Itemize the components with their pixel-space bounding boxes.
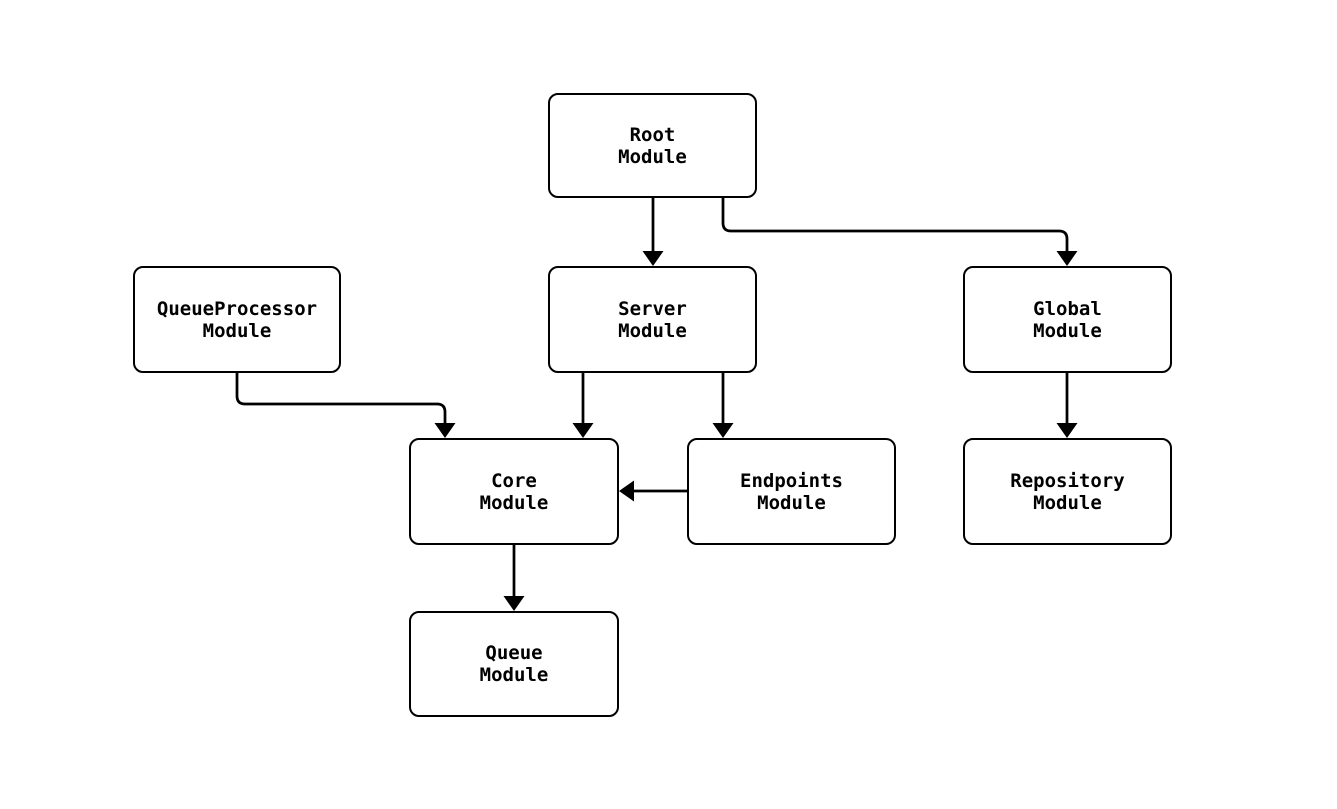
node-repository-module: Repository Module xyxy=(963,438,1172,545)
node-label: Module xyxy=(1033,319,1102,342)
node-label: Core xyxy=(491,469,537,492)
node-label: Module xyxy=(618,319,687,342)
edge-root-to-global xyxy=(721,196,1078,266)
node-queueprocessor-module: QueueProcessor Module xyxy=(133,266,341,373)
node-global-module: Global Module xyxy=(963,266,1172,373)
node-label: Module xyxy=(1033,491,1102,514)
edge-endpoints-to-core xyxy=(619,480,689,502)
node-root-module: Root Module xyxy=(548,93,757,198)
node-endpoints-module: Endpoints Module xyxy=(687,438,896,545)
edge-server-to-core xyxy=(572,372,594,438)
node-label: Queue xyxy=(485,642,543,664)
edge-global-to-repository xyxy=(1056,372,1078,438)
node-label: QueueProcessor xyxy=(156,297,318,320)
node-label: Server xyxy=(618,297,687,320)
node-label: Root xyxy=(629,123,676,146)
edge-queueprocessor-to-core xyxy=(235,371,456,438)
node-core-module: Core Module xyxy=(409,438,619,545)
edge-server-to-endpoints xyxy=(712,372,734,438)
edge-core-to-queue xyxy=(503,544,525,611)
node-label: Global xyxy=(1033,297,1102,320)
node-queue-module: Queue Module xyxy=(409,611,619,717)
node-label: Module xyxy=(479,491,549,514)
node-label: Module xyxy=(479,664,549,686)
node-label: Module xyxy=(618,145,687,168)
node-label: Repository xyxy=(1010,469,1125,492)
node-server-module: Server Module xyxy=(548,266,757,373)
node-label: Module xyxy=(202,319,272,342)
node-label: Endpoints xyxy=(740,469,843,492)
edge-root-to-server xyxy=(642,196,664,266)
node-label: Module xyxy=(757,491,826,514)
